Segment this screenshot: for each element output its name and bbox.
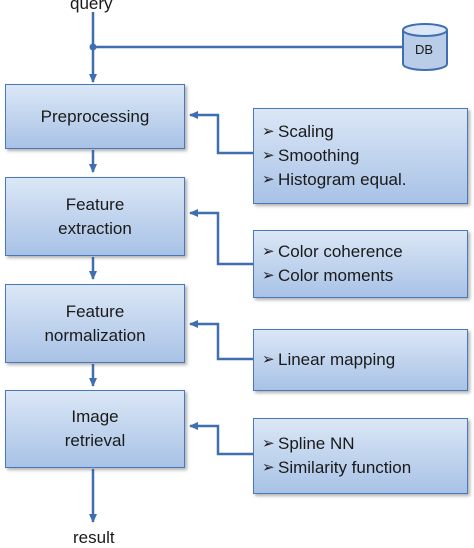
stage-preprocessing: Preprocessing <box>5 84 185 149</box>
bullet-arrow-icon: ➢ <box>262 243 275 260</box>
method-item: ➢Smoothing <box>262 144 467 168</box>
stage-label: Feature <box>65 301 125 321</box>
method-item: ➢Color coherence <box>262 240 467 264</box>
stage-feature-extraction: Feature extraction <box>5 177 185 256</box>
method-connector-3 <box>189 320 253 361</box>
db-branch-dot <box>89 43 97 51</box>
methods-feature-extraction: ➢Color coherence ➢Color moments <box>253 230 468 298</box>
stage-label: retrieval <box>64 431 126 450</box>
method-connector-2 <box>189 209 253 266</box>
method-item: ➢Spline NN <box>262 432 467 456</box>
stage-label: Feature <box>65 194 125 214</box>
stage-image-retrieval: Image retrieval <box>5 390 185 468</box>
stage-label: Preprocessing <box>40 106 150 126</box>
method-item: ➢Linear mapping <box>262 348 467 372</box>
query-label: query <box>70 0 113 13</box>
methods-preprocessing: ➢Scaling ➢Smoothing ➢Histogram equal. <box>253 108 468 204</box>
method-connector-4 <box>189 422 253 456</box>
stage-label: normalization <box>44 325 146 345</box>
bullet-arrow-icon: ➢ <box>262 123 275 140</box>
bullet-arrow-icon: ➢ <box>262 267 275 284</box>
bullet-arrow-icon: ➢ <box>262 459 275 476</box>
stage-feature-normalization: Feature normalization <box>5 284 185 363</box>
stage-label: Image <box>71 407 119 426</box>
bullet-arrow-icon: ➢ <box>262 435 275 452</box>
bullet-arrow-icon: ➢ <box>262 147 275 164</box>
method-item: ➢Histogram equal. <box>262 168 467 192</box>
methods-image-retrieval: ➢Spline NN ➢Similarity function <box>253 418 468 494</box>
methods-feature-normalization: ➢Linear mapping <box>253 329 468 391</box>
db-label: DB <box>414 42 434 57</box>
method-connector-1 <box>189 111 253 155</box>
result-label: result <box>73 528 115 547</box>
method-item: ➢Color moments <box>262 264 467 288</box>
stage-label: extraction <box>58 218 132 238</box>
bullet-arrow-icon: ➢ <box>262 171 275 188</box>
method-item: ➢Similarity function <box>262 456 467 480</box>
method-item: ➢Scaling <box>262 120 467 144</box>
bullet-arrow-icon: ➢ <box>262 351 275 368</box>
